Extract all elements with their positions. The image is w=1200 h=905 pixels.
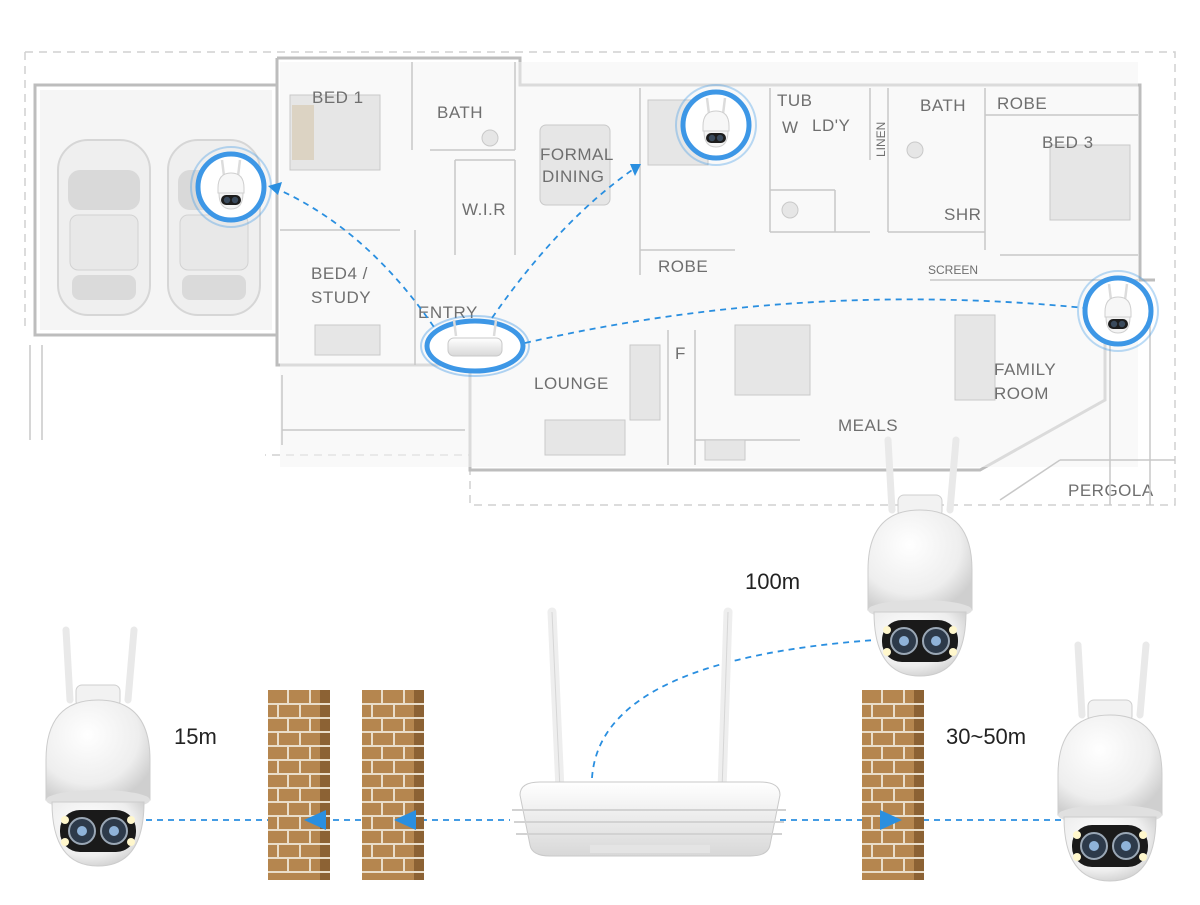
car-icon (57, 139, 151, 316)
ptz-camera-icon (1058, 645, 1162, 881)
room-label-tub: TUB (777, 91, 813, 110)
floor-plan-camera-garage (190, 146, 272, 228)
floor-plan: BED 1 BATH FORMAL DINING W.I.R TUB W LD'… (24, 51, 1176, 506)
floor-plan-camera-dining (675, 84, 757, 166)
room-label-ldy: LD'Y (812, 116, 850, 135)
property-boundary (25, 51, 1176, 506)
nvr-router-icon (447, 319, 503, 357)
room-label-bath1: BATH (437, 103, 483, 122)
signal-path-garage (274, 187, 441, 337)
nvr-router (512, 607, 786, 857)
room-label-dining: DINING (542, 167, 605, 186)
room-label-family: FAMILY (994, 360, 1056, 379)
room-label-linen: LINEN (874, 122, 888, 157)
ptz-camera-icon (868, 440, 972, 676)
brick-wall-icon (361, 689, 425, 881)
room-label-wir: W.I.R (462, 200, 506, 219)
arrow-left-icon (394, 810, 416, 830)
room-label-bath2: BATH (920, 96, 966, 115)
room-label-meals: MEALS (838, 416, 898, 435)
room-label-bed4: BED4 / (311, 264, 368, 283)
arrow-left-icon (304, 810, 326, 830)
floor-plan-furniture (289, 94, 1131, 461)
room-label-robe1: ROBE (997, 94, 1047, 113)
floor-plan-router (420, 315, 530, 377)
room-label-shr: SHR (944, 205, 981, 224)
arrow-right-icon (880, 810, 902, 830)
distance-label-top: 100m (745, 569, 800, 594)
room-label-entry: ENTRY (418, 303, 478, 322)
ptz-camera-icon (46, 630, 150, 866)
room-label-room: ROOM (994, 384, 1049, 403)
room-label-formal: FORMAL (540, 145, 614, 164)
room-label-screen: SCREEN (928, 263, 978, 277)
room-label-bed1: BED 1 (312, 88, 364, 107)
floor-plan-signal-paths (268, 164, 1086, 344)
floor-plan-camera-family (1077, 270, 1159, 352)
signal-path-dining (491, 167, 636, 319)
room-label-pergola: PERGOLA (1068, 481, 1154, 500)
room-label-study: STUDY (311, 288, 371, 307)
room-label-w: W (782, 118, 799, 137)
range-diagram: 100m 15m 30~50m (46, 440, 1162, 881)
brick-wall-icon (267, 689, 331, 881)
room-label-lounge: LOUNGE (534, 374, 609, 393)
room-label-f: F (675, 344, 686, 363)
signal-path-family (524, 298, 1086, 344)
brick-wall-icon (861, 689, 925, 881)
distance-label-right: 30~50m (946, 724, 1026, 749)
distance-label-left: 15m (174, 724, 217, 749)
signal-line-top (591, 639, 876, 779)
room-label-bed3: BED 3 (1042, 133, 1094, 152)
room-label-robe2: ROBE (658, 257, 708, 276)
